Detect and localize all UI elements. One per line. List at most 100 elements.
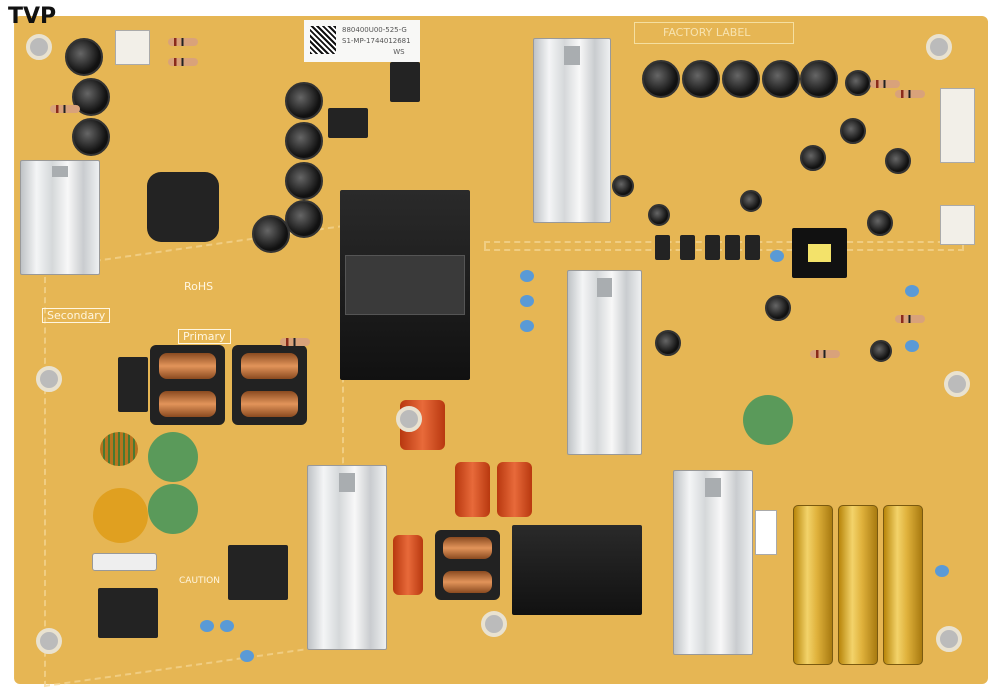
fuse	[92, 553, 157, 571]
ntc-thermistor	[148, 484, 198, 534]
ceramic-capacitor	[240, 650, 254, 662]
resistor	[168, 58, 198, 66]
mounting-hole	[481, 611, 507, 637]
electrolytic-capacitor	[765, 295, 791, 321]
bulk-capacitor	[793, 505, 833, 665]
ceramic-capacitor	[520, 295, 534, 307]
factory-label-area: FACTORY LABEL	[634, 22, 794, 44]
label-code: WS	[393, 48, 405, 56]
resistor	[280, 338, 310, 346]
optocoupler	[655, 235, 670, 260]
power-component	[328, 108, 368, 138]
film-capacitor	[455, 462, 490, 517]
secondary-marking: Secondary	[42, 308, 111, 323]
wire-connector	[940, 88, 975, 163]
electrolytic-capacitor	[648, 204, 670, 226]
power-component	[228, 545, 288, 600]
wire-connector	[940, 205, 975, 245]
ceramic-capacitor	[935, 565, 949, 577]
optocoupler	[745, 235, 760, 260]
mounting-hole	[36, 366, 62, 392]
electrolytic-capacitor	[870, 340, 892, 362]
serial-number: S1-MP-1744012681	[342, 37, 411, 45]
electrolytic-capacitor	[655, 330, 681, 356]
electrolytic-capacitor	[642, 60, 680, 98]
primary-marking: Primary	[178, 329, 231, 344]
isolation-boundary	[484, 241, 964, 251]
mounting-hole	[936, 626, 962, 652]
pcb-board: FACTORY LABEL 880400U00-525-G S1-MP-1744…	[14, 16, 988, 688]
electrolytic-capacitor	[800, 60, 838, 98]
mounting-hole	[926, 34, 952, 60]
optocoupler	[705, 235, 720, 260]
heatsink	[20, 160, 100, 275]
varistor	[743, 395, 793, 445]
wire-connector	[115, 30, 150, 65]
common-mode-choke	[232, 345, 307, 425]
electrolytic-capacitor	[867, 210, 893, 236]
heatsink	[567, 270, 642, 455]
power-component	[390, 62, 420, 102]
common-mode-choke	[150, 345, 225, 425]
bulk-capacitor	[838, 505, 878, 665]
ceramic-capacitor	[770, 250, 784, 262]
resistor	[168, 38, 198, 46]
ceramic-capacitor	[220, 620, 234, 632]
electrolytic-capacitor	[682, 60, 720, 98]
qr-code-icon	[310, 26, 336, 54]
power-component	[98, 588, 158, 638]
electrolytic-capacitor	[885, 148, 911, 174]
electrolytic-capacitor	[65, 38, 103, 76]
ceramic-capacitor	[520, 320, 534, 332]
mounting-hole	[36, 628, 62, 654]
mounting-hole	[396, 406, 422, 432]
pfc-inductor	[147, 172, 219, 242]
electrolytic-capacitor	[800, 145, 826, 171]
electrolytic-capacitor	[762, 60, 800, 98]
factory-label-text: FACTORY LABEL	[663, 26, 751, 39]
ceramic-capacitor	[905, 340, 919, 352]
electrolytic-capacitor	[845, 70, 871, 96]
electrolytic-capacitor	[740, 190, 762, 212]
optocoupler	[725, 235, 740, 260]
bulk-capacitor	[883, 505, 923, 665]
resistor	[870, 80, 900, 88]
resistor	[810, 350, 840, 358]
ceramic-capacitor	[200, 620, 214, 632]
electrolytic-capacitor	[252, 215, 290, 253]
ceramic-capacitor	[905, 285, 919, 297]
electrolytic-capacitor	[722, 60, 760, 98]
transformer-label	[345, 255, 465, 315]
resistor	[895, 315, 925, 323]
heatsink	[673, 470, 753, 655]
white-capacitor	[755, 510, 777, 555]
mounting-hole	[26, 34, 52, 60]
part-number: 880400U00-525-G	[342, 26, 407, 34]
optocoupler	[680, 235, 695, 260]
electrolytic-capacitor	[285, 122, 323, 160]
rohs-marking: RoHS	[184, 280, 214, 293]
product-label: 880400U00-525-G S1-MP-1744012681 WS	[304, 20, 420, 62]
standby-transformer	[792, 228, 847, 278]
resistor	[50, 105, 80, 113]
electrolytic-capacitor	[612, 175, 634, 197]
output-inductor	[435, 530, 500, 600]
electrolytic-capacitor	[285, 162, 323, 200]
watermark-logo: TVP	[8, 4, 57, 29]
heatsink	[533, 38, 611, 223]
ceramic-capacitor	[520, 270, 534, 282]
resistor	[895, 90, 925, 98]
film-capacitor	[497, 462, 532, 517]
electrolytic-capacitor	[285, 200, 323, 238]
y-capacitor	[93, 488, 148, 543]
electrolytic-capacitor	[285, 82, 323, 120]
electrolytic-capacitor	[72, 118, 110, 156]
mounting-hole	[944, 371, 970, 397]
heatsink	[307, 465, 387, 650]
toroid-coil	[100, 432, 138, 466]
caution-marking: CAUTION	[179, 576, 220, 586]
electrolytic-capacitor	[840, 118, 866, 144]
film-capacitor	[393, 535, 423, 595]
aux-transformer	[512, 525, 642, 615]
power-component	[118, 357, 148, 412]
